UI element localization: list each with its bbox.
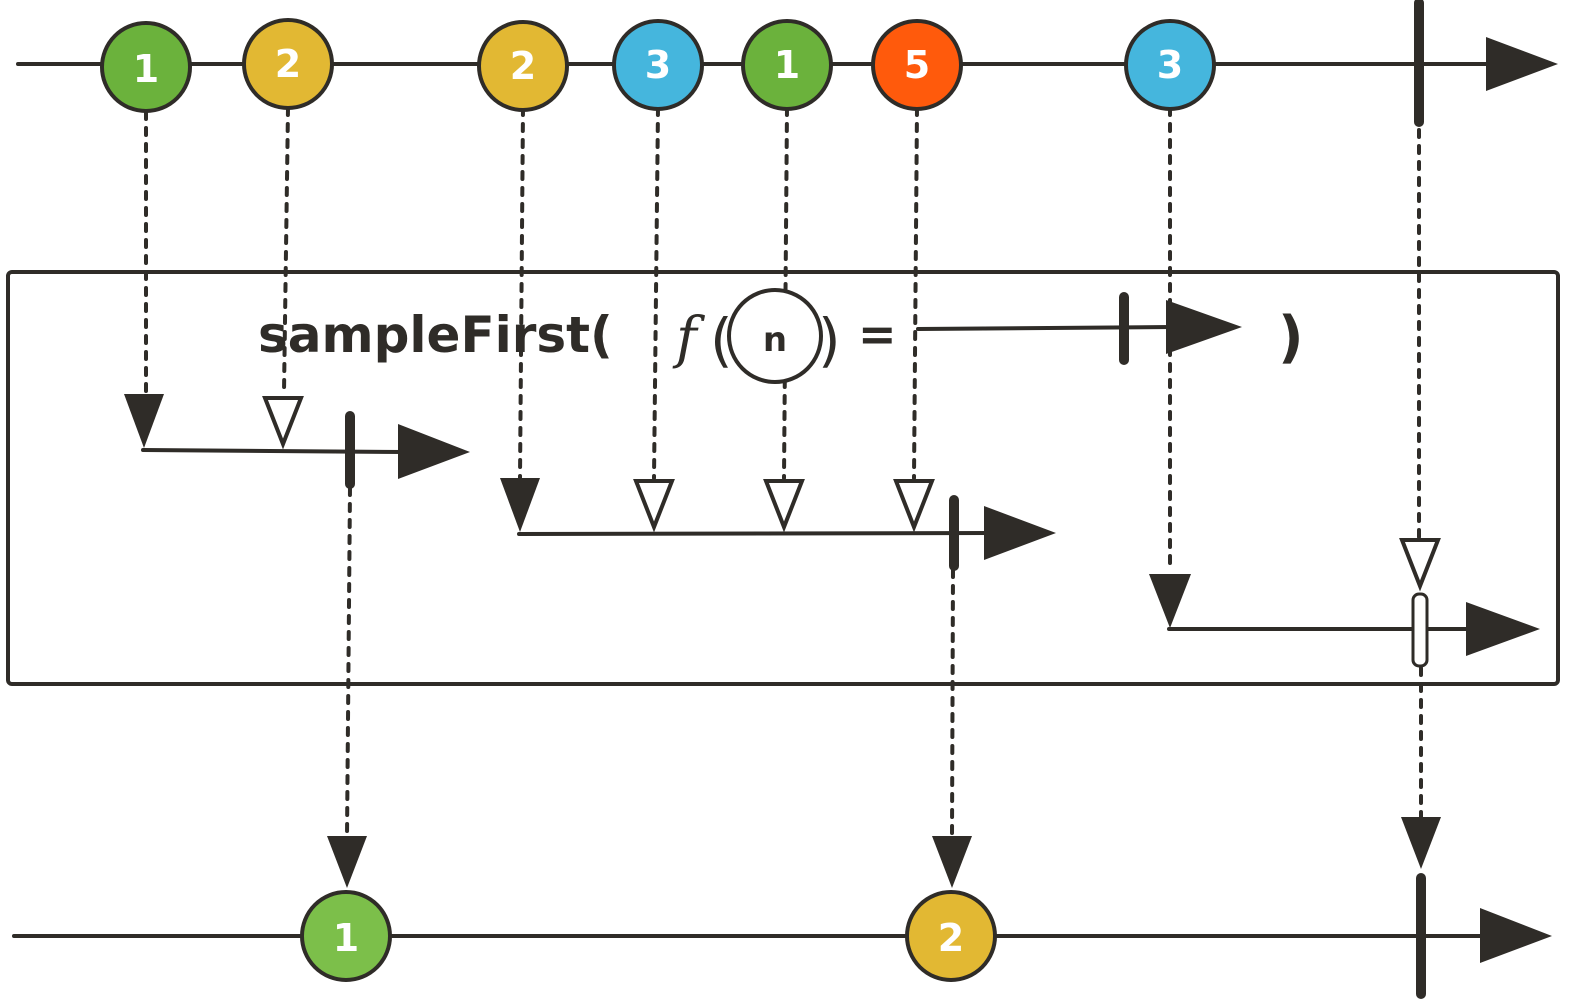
marble-label: 1 <box>774 43 800 87</box>
source-marbles: 1 2 2 3 1 5 3 <box>100 18 1216 113</box>
subscribe-arrow-icon <box>1149 574 1191 628</box>
emit-arrow-icon <box>327 836 367 888</box>
operator-paren-end: ) <box>1278 305 1304 370</box>
operator-box <box>6 270 1560 686</box>
timeline-arrow-icon <box>1480 908 1552 963</box>
marble: 5 <box>871 19 963 111</box>
operator-fn: f <box>672 306 706 371</box>
result-marbles: 1 2 <box>300 890 997 982</box>
drop-line <box>652 106 660 480</box>
marble-label: 3 <box>645 43 671 87</box>
marble-circle <box>1124 19 1216 111</box>
marble: 1 <box>300 890 392 982</box>
marble: 3 <box>1124 19 1216 111</box>
cancelled-mark <box>1411 592 1429 668</box>
param-circle <box>727 288 823 384</box>
marble-label: 2 <box>275 42 301 86</box>
sampler-arrow-icon <box>398 424 470 479</box>
sampler-axis <box>517 531 992 536</box>
label-timeline-axis <box>916 325 1174 331</box>
drop-lines <box>144 106 1423 838</box>
marble-circle <box>100 21 192 113</box>
marble-circle <box>612 19 704 111</box>
sampler-arrow-icon <box>984 506 1056 560</box>
result-timeline <box>12 873 1552 999</box>
operator-equals: = <box>858 307 897 361</box>
marble: 3 <box>612 19 704 111</box>
subscribe-arrow-icon <box>124 394 164 448</box>
timeline-arrow-icon <box>1486 37 1558 91</box>
marble-label: 5 <box>904 43 930 87</box>
marble-circle <box>741 19 833 111</box>
sampler-timeline-3 <box>1149 538 1540 668</box>
marble-circle <box>477 20 569 112</box>
operator-paren-close: ) <box>818 306 841 374</box>
sampler-axis <box>141 448 406 454</box>
emit-arrow-icon <box>932 836 972 888</box>
operator-label: sampleFirst( f ( n ) = ) <box>258 288 1304 384</box>
marble-circle <box>300 890 392 982</box>
ignored-arrow-icon <box>633 479 675 533</box>
marble: 1 <box>741 19 833 111</box>
drop-line <box>345 486 352 838</box>
marble-label: 2 <box>938 916 964 960</box>
marble: 2 <box>477 20 569 112</box>
marble-circle <box>871 19 963 111</box>
marble-label: 3 <box>1157 43 1183 87</box>
drop-line <box>950 568 955 838</box>
marble-label: 1 <box>133 47 159 91</box>
ignored-arrow-icon <box>893 479 935 533</box>
ignored-arrow-icon <box>262 396 304 450</box>
ignored-arrow-icon <box>763 479 805 533</box>
marble-label: 1 <box>333 916 359 960</box>
marble: 2 <box>242 18 334 110</box>
ignored-arrow-icon <box>1399 538 1441 592</box>
marble-circle <box>242 18 334 110</box>
marble: 2 <box>905 890 997 982</box>
param-label: n <box>763 320 787 360</box>
subscribe-arrow-icon <box>500 478 540 532</box>
operator-paren-open: ( <box>710 306 733 374</box>
sampler-timeline-1 <box>124 394 470 489</box>
emit-arrow-icon <box>1401 817 1441 869</box>
drop-line <box>912 106 919 480</box>
sampler-timeline-2 <box>500 478 1056 571</box>
sampler-arrow-icon <box>1466 602 1540 656</box>
operator-name: sampleFirst( <box>258 306 613 364</box>
result-arrows <box>327 817 1441 888</box>
label-timeline-arrow-icon <box>1166 300 1242 354</box>
marble: 1 <box>100 21 192 113</box>
drop-line <box>282 106 290 394</box>
marble-label: 2 <box>510 44 536 88</box>
drop-line <box>782 106 789 480</box>
marble-circle <box>905 890 997 982</box>
drop-line <box>518 106 525 480</box>
